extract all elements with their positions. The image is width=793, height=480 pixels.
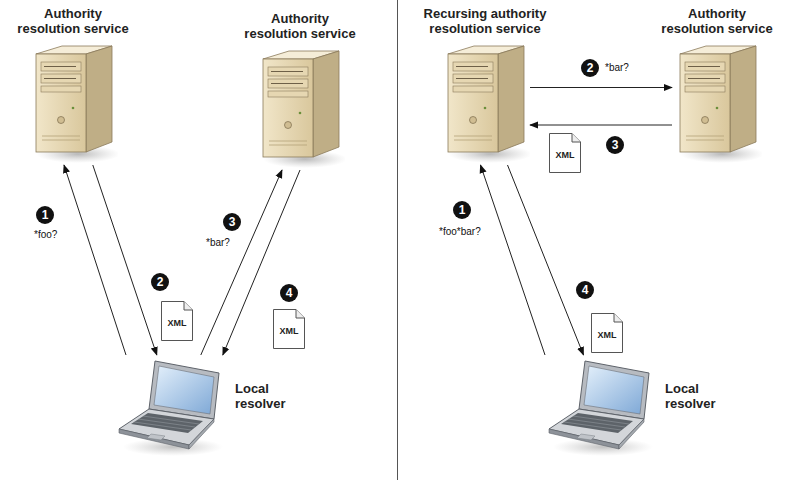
client-node: Local resolver	[115, 355, 225, 460]
server-icon	[440, 40, 530, 165]
message-arrow	[530, 125, 672, 126]
client-node: Local resolver	[545, 355, 655, 460]
laptop-icon	[115, 355, 225, 460]
panel-divider	[397, 0, 398, 480]
server-icon	[255, 45, 345, 170]
server-node: Recursing authority resolution service	[440, 40, 530, 165]
server-node: Authority resolution service	[672, 40, 762, 165]
document-node: XML	[548, 132, 582, 174]
callout-number: 4	[280, 284, 298, 302]
service-title: Recursing authority resolution service	[420, 6, 550, 36]
server-node: Authority resolution service	[255, 45, 345, 170]
query-label: *bar?	[604, 62, 630, 74]
message-arrow	[508, 165, 584, 355]
server-node: Authority resolution service	[28, 40, 118, 165]
laptop-icon	[545, 355, 655, 460]
document-label: XML	[272, 326, 306, 336]
callout-number: 3	[606, 136, 624, 154]
service-title: Authority resolution service	[657, 6, 777, 36]
callout-number: 2	[151, 273, 169, 291]
document-label: XML	[160, 318, 194, 328]
callout-number: 3	[223, 213, 241, 231]
message-arrow	[530, 87, 672, 88]
message-arrow	[201, 170, 282, 355]
query-label: *foo?	[33, 229, 58, 241]
document-label: XML	[590, 330, 624, 340]
message-arrow	[64, 165, 126, 355]
document-node: XML	[160, 300, 194, 342]
server-icon	[28, 40, 118, 165]
server-icon	[672, 40, 762, 165]
client-label: Local resolver	[235, 381, 301, 411]
message-arrow	[93, 165, 157, 355]
callout-number: 2	[581, 59, 599, 77]
callout-number: 1	[36, 206, 54, 224]
document-label: XML	[548, 150, 582, 160]
query-label: *bar?	[205, 237, 231, 249]
document-node: XML	[590, 312, 624, 354]
callout-number: 1	[453, 201, 471, 219]
message-arrow	[481, 165, 546, 355]
callout-number: 4	[576, 281, 594, 299]
document-node: XML	[272, 308, 306, 350]
service-title: Authority resolution service	[240, 11, 360, 41]
client-label: Local resolver	[665, 381, 731, 411]
query-label: *foo*bar?	[438, 226, 482, 238]
service-title: Authority resolution service	[13, 6, 133, 36]
